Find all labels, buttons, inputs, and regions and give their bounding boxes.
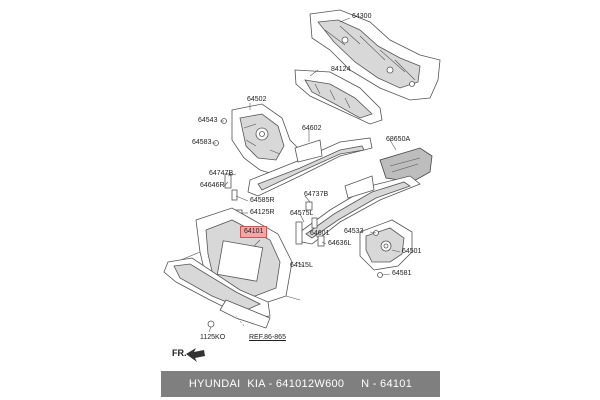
part-label-1125ko[interactable]: 1125KO (200, 334, 226, 341)
part-label-64601[interactable]: 64601 (310, 230, 330, 237)
part-label-64602[interactable]: 64602 (302, 125, 322, 132)
front-direction-arrow-icon (186, 348, 205, 362)
fender-apron-right-part (359, 219, 413, 271)
part-label-64115l[interactable]: 64115L (290, 262, 313, 269)
part-label-64125r[interactable]: 64125R (250, 209, 275, 216)
dash-panel-part (309, 9, 441, 101)
side-member-left-part (247, 137, 373, 197)
part-label-64575l[interactable]: 64575L (290, 210, 314, 217)
part-label-64300[interactable]: 64300 (352, 13, 372, 20)
part-label-64747b-left[interactable]: 64747B (209, 170, 234, 177)
lower-rail-part (163, 257, 271, 329)
part-label-64646r[interactable]: 64646R (200, 182, 225, 189)
exploded-view-drawing (163, 9, 441, 362)
reinforcement-panel-part (379, 147, 433, 183)
part-label-64533[interactable]: 64533 (344, 228, 364, 235)
part-label-64101-highlighted[interactable]: 64101 (240, 226, 268, 238)
part-label-68650a[interactable]: 68650A (386, 136, 411, 143)
part-label-64501[interactable]: 64501 (402, 248, 422, 255)
fender-apron-left-part (231, 103, 301, 177)
part-label-64636l[interactable]: 64636L (328, 240, 352, 247)
part-label-64585r[interactable]: 64585R (250, 197, 275, 204)
part-label-64502[interactable]: 64502 (247, 96, 267, 103)
parts-diagram: 64300 84124 64502 64543 64583 64602 6865… (163, 9, 441, 362)
leader-lines (208, 17, 401, 333)
part-label-64581[interactable]: 64581 (392, 270, 412, 277)
part-label-64583[interactable]: 64583 (192, 139, 212, 146)
front-direction-label: FR. (172, 348, 187, 358)
front-side-member-right-part (299, 175, 421, 245)
part-label-64543[interactable]: 64543 (198, 117, 218, 124)
cowl-part (294, 69, 383, 125)
part-label-64737b[interactable]: 64737B (304, 191, 329, 198)
part-label-84124[interactable]: 84124 (331, 66, 351, 73)
part-number-footer: HYUNDAI KIA - 641012W600 N - 64101 (161, 371, 440, 397)
reference-link[interactable]: REF.86-865 (249, 334, 286, 341)
